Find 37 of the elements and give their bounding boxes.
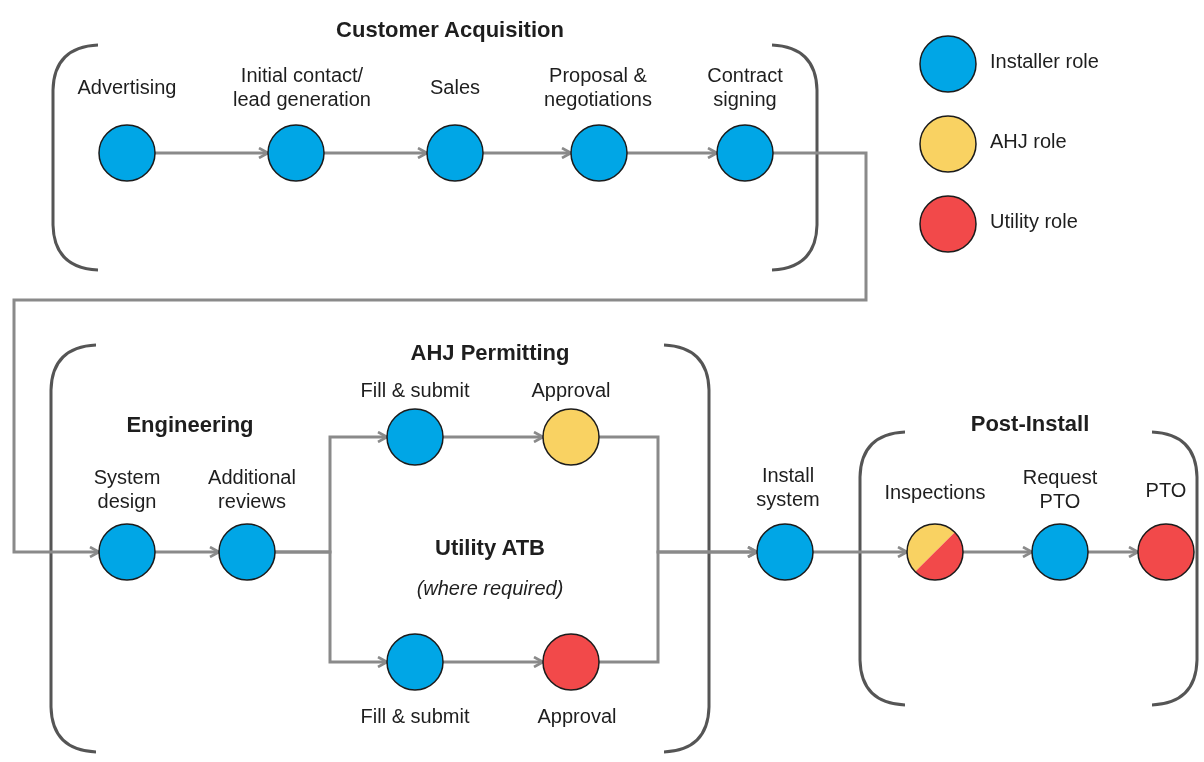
step-label: Fill & submit xyxy=(359,378,471,402)
arrow xyxy=(155,146,270,160)
step-label: Fill & submit xyxy=(359,704,471,728)
step-label: Approval xyxy=(536,704,618,728)
arrow xyxy=(627,146,719,160)
section-heading: Engineering xyxy=(126,411,254,439)
step-label: Approval xyxy=(530,378,612,402)
legend-label: Installer role xyxy=(990,50,1099,73)
step-label: Initial contact/ lead generation xyxy=(232,63,372,111)
arrow xyxy=(813,545,909,559)
step-label: Request PTO xyxy=(1021,465,1099,513)
section-heading: (where required) xyxy=(416,576,564,600)
arrow xyxy=(963,545,1034,559)
section-heading: AHJ Permitting xyxy=(410,339,570,367)
group-title: Customer Acquisition xyxy=(336,16,564,44)
legend-label: Utility role xyxy=(990,210,1078,233)
legend-label: AHJ role xyxy=(990,130,1067,153)
step-label: Inspections xyxy=(883,480,987,504)
step-label: Advertising xyxy=(76,75,178,99)
section-heading: Utility ATB xyxy=(435,534,545,562)
arrow xyxy=(483,146,573,160)
step-label: Additional reviews xyxy=(207,465,297,513)
arrow xyxy=(155,545,221,559)
group-title: Post-Install xyxy=(970,410,1090,438)
arrow xyxy=(599,545,759,664)
arrow xyxy=(443,655,545,669)
step-label: Sales xyxy=(429,75,481,99)
step-label: System design xyxy=(92,465,162,513)
arrow xyxy=(443,430,545,444)
step-label: Contract signing xyxy=(706,63,784,111)
step-label: Install system xyxy=(755,463,821,511)
arrow xyxy=(1088,545,1140,559)
step-label: Proposal & negotiations xyxy=(543,63,653,111)
arrow xyxy=(12,151,868,559)
arrow xyxy=(324,146,429,160)
arrow xyxy=(275,550,389,669)
step-label: PTO xyxy=(1144,478,1188,502)
